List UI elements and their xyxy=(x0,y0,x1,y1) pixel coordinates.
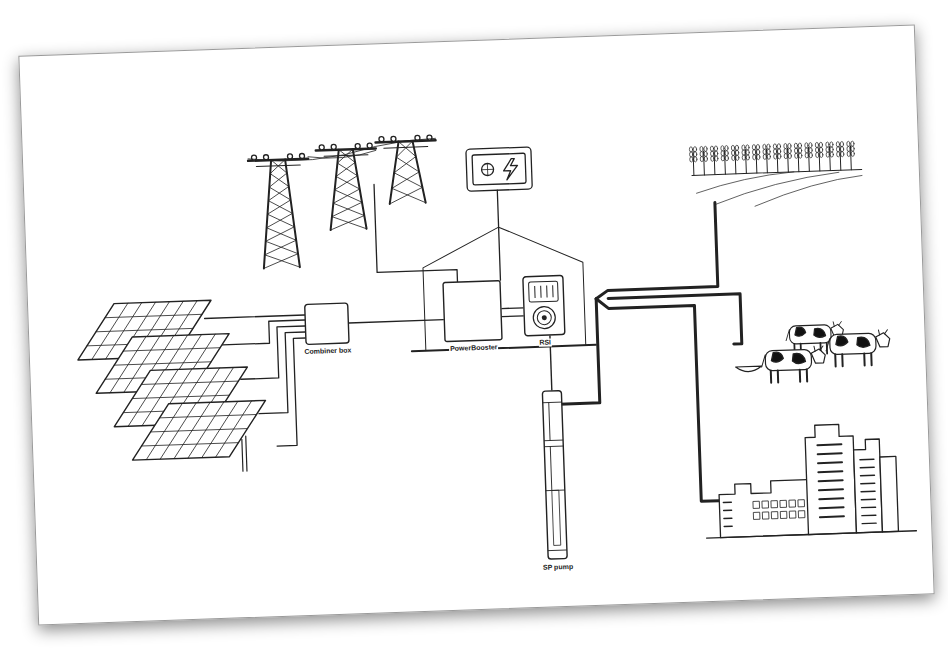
part-label: PowerBooster xyxy=(449,343,499,352)
bus-bar xyxy=(412,345,596,351)
water-pipe xyxy=(546,202,747,506)
power-booster-box-outline xyxy=(442,280,502,342)
part-label: RSI xyxy=(538,338,552,346)
poster-sheet: Combiner boxPowerBoosterRSISP pump xyxy=(18,25,934,626)
power-booster-box: PowerBooster xyxy=(442,280,502,342)
part-label: Combiner box xyxy=(303,346,352,355)
crop-field xyxy=(689,141,863,209)
submersible-pump: SP pump xyxy=(539,390,570,561)
house-outline xyxy=(422,224,586,351)
submersible-pump-outline xyxy=(539,390,570,561)
rsi-drive-outline xyxy=(522,275,565,336)
monitor-icon xyxy=(466,147,536,281)
rsi-drive: RSI xyxy=(522,275,565,336)
wire-connector xyxy=(501,308,523,317)
grid-wire xyxy=(374,182,457,285)
power-pylons xyxy=(247,135,439,269)
combiner-box: Combiner box xyxy=(304,302,349,345)
cattle xyxy=(734,320,891,384)
solar-panels xyxy=(76,298,268,476)
wire-connector xyxy=(349,320,444,323)
buildings xyxy=(703,422,917,538)
part-label: SP pump xyxy=(542,563,574,572)
combiner-box-outline xyxy=(304,302,349,345)
